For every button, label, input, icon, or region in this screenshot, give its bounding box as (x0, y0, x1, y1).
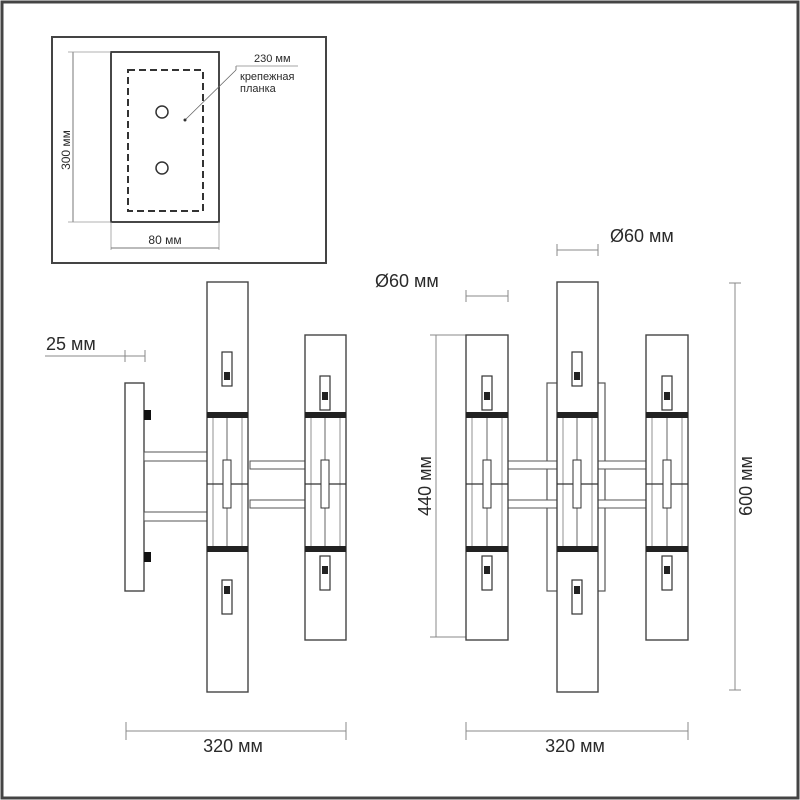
inset-width-label: 80 мм (148, 233, 181, 247)
total-height-label: 600 мм (736, 456, 756, 516)
mounting-plate-inset: 300 мм 80 мм 230 мм крепежная планка (51, 36, 327, 264)
outer-height-label: 440 мм (415, 456, 435, 516)
wall-plate-side (124, 382, 145, 592)
bracket-name-line1: крепежная (240, 71, 295, 83)
arm-left-lower (507, 499, 558, 509)
screw-head-top (144, 410, 151, 420)
inset-height-label: 300 мм (59, 130, 73, 170)
arm-rear-upper (249, 460, 306, 470)
side-view: 25 мм (45, 281, 347, 756)
screw-hole-top (155, 105, 169, 119)
bulb-bottom-center (571, 579, 583, 615)
center-shade-diameter-label: Ø60 мм (610, 226, 674, 246)
screw-hole-bottom (155, 161, 169, 175)
bulb-top-center (571, 351, 583, 387)
side-width-label: 320 мм (203, 736, 263, 756)
screw-head-bottom (144, 552, 151, 562)
bracket-name-line2: планка (240, 83, 277, 95)
shade-diameter-label: Ø60 мм (375, 271, 439, 291)
arm-upper (143, 451, 211, 462)
front-width-label: 320 мм (545, 736, 605, 756)
arm-right-lower (597, 499, 647, 509)
bracket-dashed-outline (127, 69, 204, 212)
arm-lower (143, 511, 211, 522)
arm-rear-lower (249, 499, 306, 509)
bulb-bottom-front (221, 579, 233, 615)
arm-right-upper (597, 460, 647, 470)
bulb-top-front (221, 351, 233, 387)
side-depth-label: 25 мм (46, 334, 96, 354)
bracket-leader-line (184, 69, 237, 121)
bracket-size-label: 230 мм (254, 53, 291, 65)
arm-left-upper (507, 460, 558, 470)
front-view: Ø60 мм Ø60 мм 440 мм 600 мм (375, 226, 756, 756)
